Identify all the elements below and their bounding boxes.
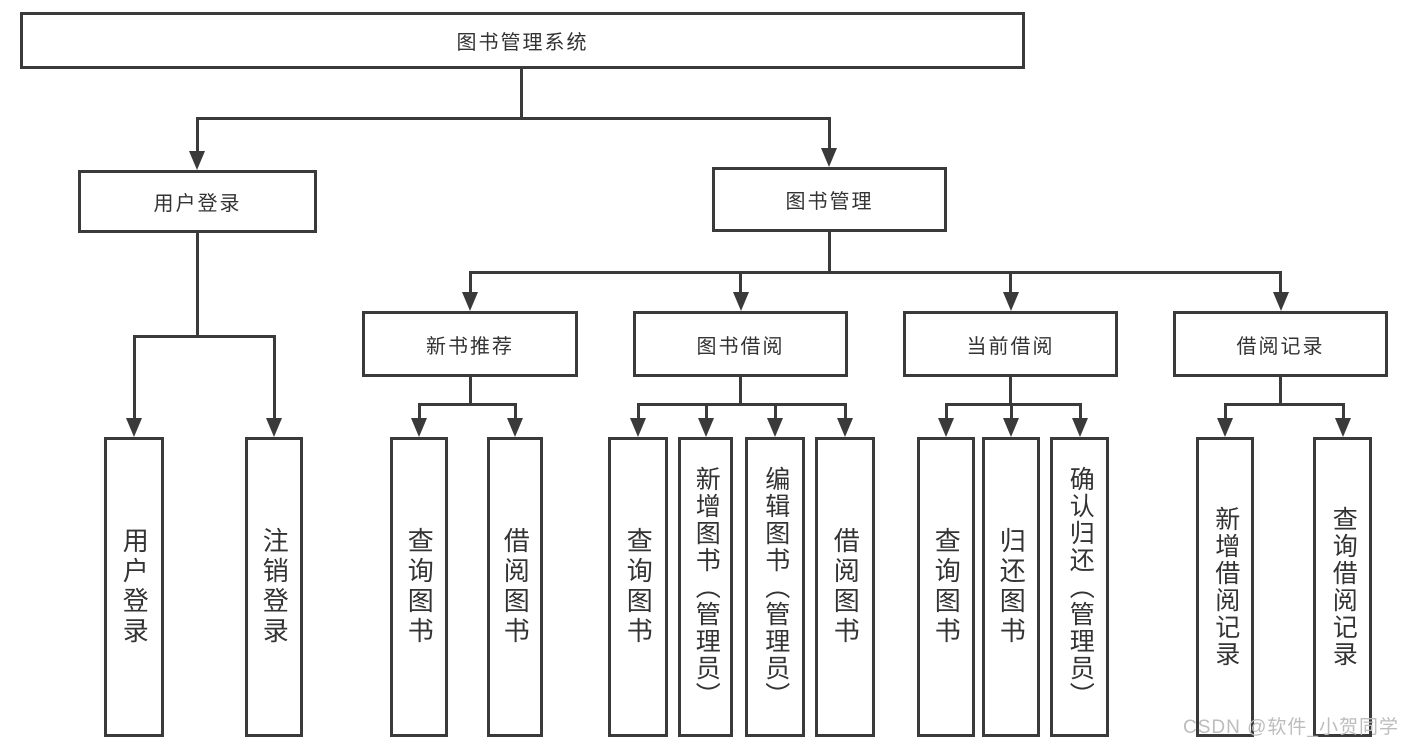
- arrow-to-bw-edit: [767, 418, 783, 437]
- connector-drop-bw-edit: [773, 404, 777, 418]
- connector-drop-rc-add: [1223, 404, 1227, 418]
- leaf-user-login: 用户登录: [104, 437, 164, 737]
- arrow-to-newbook: [462, 292, 478, 311]
- connector-drop-rc-query: [1341, 404, 1345, 418]
- connector-root-stem: [519, 68, 523, 118]
- leaf-query-books-3-label: 查询图书: [931, 527, 962, 647]
- connector-drop-book-mgmt: [827, 118, 831, 148]
- leaf-return-book: 归还图书: [982, 437, 1040, 737]
- leaf-query-borrow-record-label: 查询借阅记录: [1329, 506, 1358, 668]
- leaf-add-borrow-record-label: 新增借阅记录: [1211, 506, 1240, 668]
- node-book-management: 图书管理: [712, 167, 947, 232]
- connector-bookmgmt-stem: [827, 232, 831, 272]
- leaf-edit-book-admin: 编辑图书（管理员）: [745, 437, 805, 737]
- leaf-borrow-books-1: 借阅图书: [487, 437, 543, 737]
- arrow-to-current: [1002, 292, 1019, 311]
- connector-userlogin-bar: [132, 334, 276, 338]
- leaf-query-books-3: 查询图书: [917, 437, 975, 737]
- connector-root-bar: [195, 116, 831, 120]
- connector-records-bar: [1223, 402, 1345, 406]
- arrow-to-leaf-login: [126, 418, 142, 437]
- connector-newbook-stem: [468, 377, 472, 404]
- connector-newbook-bar: [417, 402, 517, 406]
- leaf-borrow-books-1-label: 借阅图书: [500, 527, 531, 647]
- connector-records-stem: [1279, 377, 1282, 404]
- arrow-to-rc-query: [1335, 418, 1351, 437]
- node-book-borrowing-label: 图书借阅: [696, 335, 785, 358]
- node-borrowing-records: 借阅记录: [1173, 311, 1388, 377]
- arrow-to-bw-borrow: [837, 418, 853, 437]
- leaf-user-login-label: 用户登录: [119, 527, 150, 647]
- connector-borrow-bar: [636, 402, 847, 406]
- connector-drop-cr-confirm: [1078, 404, 1082, 418]
- leaf-logout-label: 注销登录: [259, 527, 290, 647]
- leaf-borrow-books-2: 借阅图书: [815, 437, 875, 737]
- connector-drop-user-login: [195, 118, 199, 151]
- connector-drop-cr-query: [944, 404, 948, 418]
- leaf-add-borrow-record: 新增借阅记录: [1196, 437, 1254, 737]
- leaf-query-books-2-label: 查询图书: [623, 527, 654, 647]
- connector-drop-nb-borrow: [513, 404, 517, 418]
- connector-borrow-stem: [739, 377, 742, 404]
- leaf-query-books-1: 查询图书: [390, 437, 448, 737]
- leaf-query-borrow-record: 查询借阅记录: [1313, 437, 1372, 737]
- arrow-to-book-mgmt: [821, 148, 837, 167]
- leaf-return-book-label: 归还图书: [996, 527, 1027, 647]
- connector-drop-newbook: [468, 272, 472, 292]
- connector-drop-bw-query: [636, 404, 640, 418]
- node-root-system: 图书管理系统: [20, 12, 1025, 69]
- leaf-add-book-admin: 新增图书（管理员）: [678, 437, 733, 737]
- connector-current-stem: [1009, 377, 1012, 404]
- connector-drop-bw-borrow: [843, 404, 847, 418]
- connector-drop-borrow: [739, 272, 742, 292]
- arrow-to-cr-confirm: [1072, 418, 1088, 437]
- connector-userlogin-stem: [195, 233, 199, 336]
- node-book-borrowing: 图书借阅: [633, 311, 848, 377]
- leaf-add-book-admin-label: 新增图书（管理员）: [692, 465, 721, 709]
- connector-drop-leaf-logout: [272, 336, 276, 418]
- leaf-query-books-2: 查询图书: [608, 437, 668, 737]
- connector-drop-bw-add: [704, 404, 708, 418]
- arrow-to-bw-query: [630, 418, 646, 437]
- node-user-login-label: 用户登录: [153, 193, 242, 215]
- arrow-to-leaf-logout: [266, 418, 282, 437]
- node-borrowing-records-label: 借阅记录: [1236, 335, 1325, 358]
- leaf-logout: 注销登录: [245, 437, 303, 737]
- arrow-to-bw-add: [698, 418, 714, 437]
- leaf-borrow-books-2-label: 借阅图书: [830, 527, 861, 647]
- node-root-label: 图书管理系统: [456, 32, 589, 54]
- connector-drop-nb-query: [417, 404, 421, 418]
- leaf-confirm-return-admin-label: 确认归还（管理员）: [1066, 465, 1095, 709]
- connector-bookmgmt-bar: [468, 270, 1282, 274]
- connector-drop-records: [1279, 272, 1282, 292]
- node-new-book-recommend-label: 新书推荐: [426, 335, 514, 358]
- node-current-borrowing-label: 当前借阅: [966, 335, 1055, 358]
- arrow-to-borrow: [732, 292, 749, 311]
- node-user-login: 用户登录: [78, 170, 317, 233]
- arrow-to-nb-query: [411, 418, 427, 437]
- arrow-to-cr-query: [938, 418, 954, 437]
- node-new-book-recommend: 新书推荐: [362, 311, 578, 377]
- node-current-borrowing: 当前借阅: [903, 311, 1118, 377]
- node-book-management-label: 图书管理: [785, 191, 874, 213]
- arrow-to-nb-borrow: [507, 418, 523, 437]
- connector-drop-leaf-login: [132, 336, 136, 418]
- arrow-to-user-login: [189, 151, 205, 170]
- arrow-to-cr-return: [1003, 418, 1019, 437]
- watermark: CSDN @软件_小贺同学: [1183, 717, 1399, 738]
- connector-current-bar: [944, 402, 1082, 406]
- connector-drop-cr-return: [1009, 404, 1013, 418]
- arrow-to-rc-add: [1217, 418, 1233, 437]
- leaf-confirm-return-admin: 确认归还（管理员）: [1050, 437, 1109, 737]
- arrow-to-records: [1272, 292, 1289, 311]
- leaf-query-books-1-label: 查询图书: [404, 527, 435, 647]
- leaf-edit-book-admin-label: 编辑图书（管理员）: [761, 465, 790, 709]
- connector-drop-current: [1009, 272, 1012, 292]
